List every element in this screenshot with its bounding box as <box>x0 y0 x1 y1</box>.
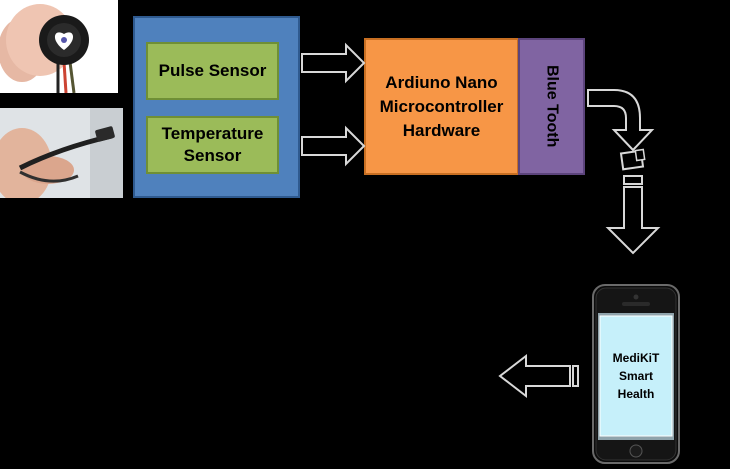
smartphone-icon <box>592 284 680 464</box>
microcontroller-box: Ardiuno Nano Microcontroller Hardware <box>364 38 519 175</box>
temperature-sensor-box: Temperature Sensor <box>146 116 279 174</box>
microcontroller-label: Ardiuno Nano Microcontroller Hardware <box>379 72 504 140</box>
arrow-bluetooth-to-dongle <box>587 89 655 152</box>
arrow-pulse-to-controller <box>301 42 366 84</box>
arrow-dongle-to-phone <box>605 175 661 255</box>
temperature-sensor-label: Temperature Sensor <box>161 124 264 165</box>
temperature-probe-photo <box>0 108 123 198</box>
pulse-sensor-box: Pulse Sensor <box>146 42 279 100</box>
usb-dongle-icon <box>619 148 646 171</box>
phone-screen-text: MediKiT Smart Health <box>600 316 672 436</box>
app-name-label: MediKiT Smart Health <box>612 351 660 401</box>
pulse-sensor-label: Pulse Sensor <box>158 61 267 80</box>
bluetooth-label: Blue Tooth <box>543 65 561 148</box>
pulse-sensor-photo <box>0 0 118 93</box>
bluetooth-box: Blue Tooth <box>518 38 585 175</box>
arrow-temperature-to-controller <box>301 125 366 167</box>
arrow-phone-output <box>498 353 579 399</box>
